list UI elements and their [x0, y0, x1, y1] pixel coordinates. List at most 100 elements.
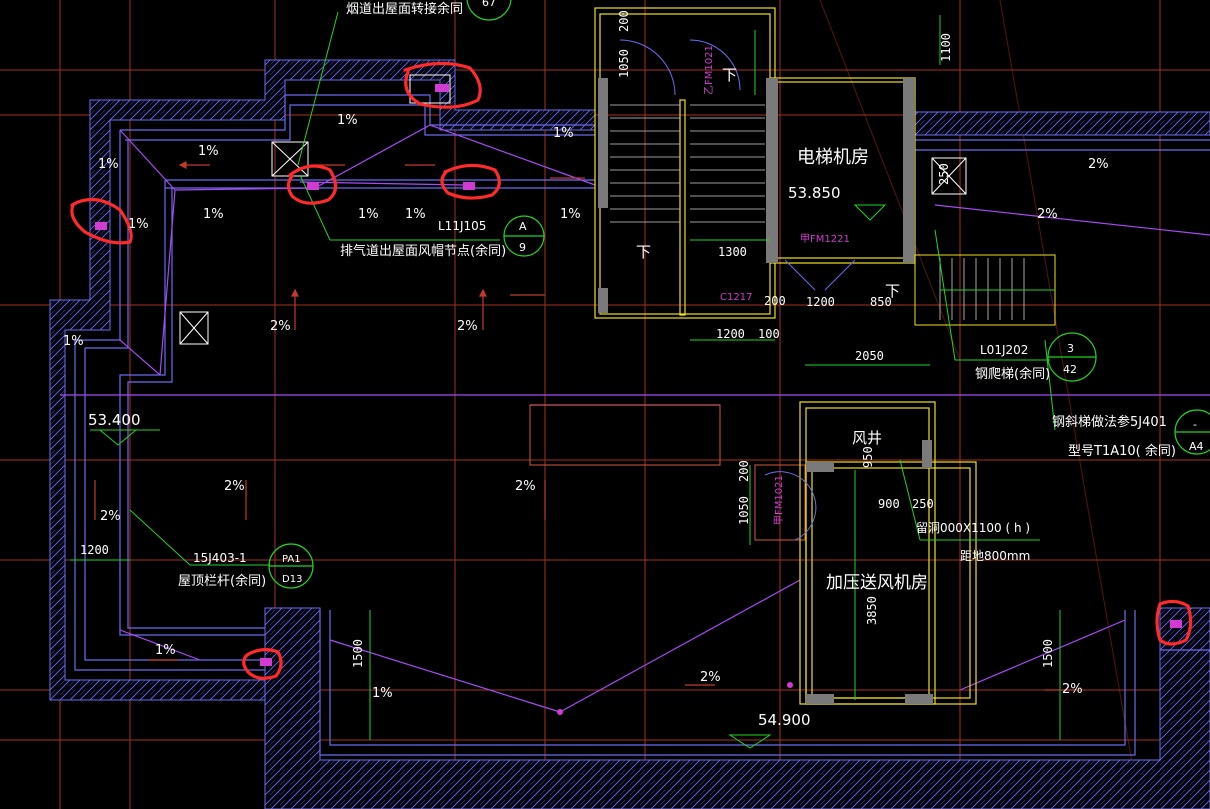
flue-box — [409, 74, 451, 104]
slope-label: 1% — [560, 207, 581, 222]
slope-label: 2% — [224, 479, 245, 494]
red-circle-vent-right-mid — [70, 198, 133, 245]
dim-900: 900 — [878, 497, 900, 511]
elevator-room-label: 电梯机房 — [797, 147, 869, 168]
ladder-frame — [914, 254, 1056, 326]
thin-rectangles — [529, 404, 806, 541]
railing-note: 屋顶栏杆(余同) — [178, 573, 266, 589]
pressure-fan-room-label: 加压送风机房 — [826, 573, 928, 593]
slope-label: 2% — [1037, 207, 1058, 222]
flue-note: 烟道出屋面转接余同 — [346, 1, 463, 17]
ladder-ref-bottom: 42 — [1063, 363, 1077, 376]
slope-label: 1% — [553, 126, 574, 141]
elevation-markers — [99, 204, 887, 749]
red-circle-drain-right — [1155, 599, 1193, 646]
ref-circle-67 — [466, 0, 512, 21]
down-label-3: 下 — [885, 282, 900, 300]
dim-850: 850 — [870, 295, 892, 309]
door-fm1021b: 甲FM1021 — [774, 475, 785, 525]
dim-1200: 1200 — [80, 543, 109, 557]
dim-200: 200 — [764, 294, 786, 308]
slope-label: 1% — [63, 334, 84, 349]
elev-53850: 53.850 — [788, 184, 841, 202]
stair-treads — [610, 104, 1025, 320]
slope-label: 2% — [270, 319, 291, 334]
dim-1050: 1050 — [617, 49, 631, 78]
vent-box-2 — [179, 311, 209, 345]
dim-1200: 1200 — [806, 295, 835, 309]
slope-label: 1% — [203, 207, 224, 222]
slope-label: 1% — [98, 157, 119, 172]
exhaust-note: 排气道出屋面风帽节点(余同) — [340, 243, 506, 259]
parapet-hatch — [49, 59, 1210, 809]
slope-label: 1% — [128, 217, 149, 232]
elev-54900: 54.900 — [758, 711, 811, 729]
drain-glyphs — [95, 84, 1182, 715]
slope-label: 2% — [1062, 682, 1083, 697]
railing-ref-top: PA1 — [282, 554, 301, 565]
red-circle-flue-top — [403, 61, 482, 109]
red-markups — [70, 61, 1193, 680]
slope-labels: 1% 1% 1% 1% 1% 1% 1% 1% 1% 1% 1% 1% 2% 2… — [63, 113, 1109, 701]
slope-label: 1% — [358, 207, 379, 222]
railing-ref-bottom: D13 — [282, 574, 302, 585]
vent-box-3 — [931, 157, 967, 195]
door-fm1021: 乙FM1021 — [703, 45, 715, 95]
ladder-note: 钢爬梯(余同) — [975, 366, 1050, 382]
dim-3850: 3850 — [865, 596, 879, 625]
dim-250: 250 — [912, 497, 934, 511]
opening-height: 距地800mm — [960, 549, 1030, 563]
leaders — [70, 11, 1061, 740]
slope-label: 1% — [372, 686, 393, 701]
door-fm1221: 甲FM1221 — [800, 234, 850, 245]
door-swings — [619, 39, 856, 541]
dimension-labels: 200 1050 1100 1300 1200 100 200 1200 850… — [80, 10, 1055, 668]
slope-label: 1% — [198, 144, 219, 159]
dim-200: 200 — [737, 460, 751, 482]
slope-arrows — [94, 161, 1075, 691]
window-c1217: C1217 — [720, 292, 752, 303]
dim-2050: 2050 — [855, 349, 884, 363]
down-label-2: 下 — [636, 243, 651, 261]
exhaust-ref-top: A — [519, 220, 527, 233]
red-circle-vent-mid — [440, 163, 501, 200]
labels: 烟道出屋面转接余同 67 L11J105 排气道出屋面风帽节点(余同) A 9 … — [88, 0, 1204, 729]
slope-label: 1% — [155, 643, 176, 658]
down-label-1: 下 — [722, 66, 737, 84]
slope-label: 2% — [1088, 157, 1109, 172]
wall-fills — [598, 78, 933, 704]
slope-label: 1% — [405, 207, 426, 222]
ref-circles — [268, 0, 1210, 589]
ladder-code: L01J202 — [980, 343, 1028, 357]
dim-200: 200 — [617, 10, 631, 32]
air-shaft-label: 风井 — [852, 429, 882, 447]
stair-note: 钢斜梯做法参5J401 — [1052, 414, 1167, 430]
slope-label: 2% — [100, 509, 121, 524]
exhaust-code: L11J105 — [438, 219, 486, 233]
slope-label: 2% — [700, 670, 721, 685]
exhaust-ref-bottom: 9 — [519, 241, 526, 254]
dim-250: 250 — [937, 163, 951, 185]
roof-outline — [74, 94, 1210, 756]
slope-label: 2% — [515, 479, 536, 494]
dim-1500: 1500 — [1041, 639, 1055, 668]
stair-ref-top: - — [1193, 418, 1197, 431]
dim-1050: 1050 — [737, 496, 751, 525]
dim-1200: 1200 — [716, 327, 745, 341]
dim-950: 950 — [861, 446, 875, 468]
dim-1100: 1100 — [939, 33, 953, 62]
stair-ref-bottom: A4 — [1189, 440, 1204, 453]
dim-1300: 1300 — [718, 245, 747, 259]
slope-label: 2% — [457, 319, 478, 334]
dim-1500: 1500 — [351, 639, 365, 668]
red-circle-drain-left — [242, 648, 283, 680]
dim-100: 100 — [758, 327, 780, 341]
ref-67-label: 67 — [482, 0, 496, 9]
railing-code: 15J403-1 — [193, 551, 247, 565]
red-circle-vent-left — [286, 164, 338, 205]
ridge-lines — [60, 124, 1210, 713]
ladder-ref-top: 3 — [1067, 342, 1074, 355]
slope-label: 1% — [337, 113, 358, 128]
elev-53400: 53.400 — [88, 411, 141, 429]
